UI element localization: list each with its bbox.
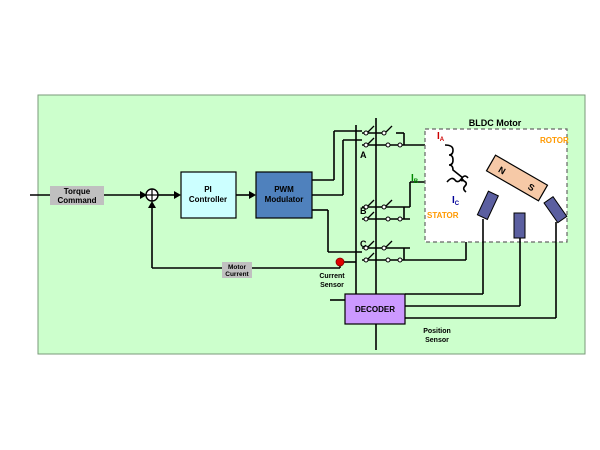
rotor-s-label: S [526, 182, 536, 194]
hall-sensor-right [543, 196, 568, 224]
pwm-modulator-label-line2: Modulator [265, 195, 304, 204]
phase-c-label: C [360, 239, 367, 249]
torque-command-label-box [50, 186, 104, 205]
pwm-modulator-label-line1: PWM [274, 185, 294, 194]
bldc-motor-title: BLDC Motor [469, 118, 522, 128]
summing-junction [145, 188, 159, 202]
inverter-switches [362, 125, 410, 263]
rotor-n-label: N [497, 165, 508, 177]
current-sensor-label-line2: Sensor [320, 282, 344, 289]
pi-controller-block [180, 171, 237, 219]
feedback-arrowhead [148, 201, 156, 208]
motor-current-label-line1: Motor [228, 264, 247, 271]
hall-sensor-middle [513, 212, 526, 239]
stator-label: STATOR [427, 211, 459, 220]
position-sensor-lines [405, 219, 557, 319]
torque-command-label-line2: Command [57, 196, 96, 205]
motor-current-label-line2: Current [225, 271, 249, 278]
pwm-gate-signals [312, 130, 362, 253]
torque-command-label-line1: Torque [64, 187, 91, 196]
current-ib-label: IB [411, 173, 419, 185]
sum-to-pi-arrowhead [174, 191, 181, 199]
pi-controller-label-line2: Controller [189, 195, 227, 204]
decoder-label: DECODER [355, 305, 395, 314]
current-ia-label: IA [437, 131, 445, 143]
phase-b-label: B [360, 206, 367, 216]
phase-a-label: A [360, 150, 367, 160]
motor-current-label-box [222, 262, 252, 278]
hall-sensor-left [476, 190, 500, 221]
pi-controller-label-line1: PI [204, 185, 212, 194]
rotor-label: ROTOR [540, 136, 569, 145]
input-arrowhead [140, 191, 147, 199]
position-sensor-label-line2: Sensor [425, 337, 449, 344]
rotor-magnet: N S [485, 154, 549, 202]
stator-windings [444, 144, 469, 193]
current-ic-label: IC [452, 195, 460, 207]
position-sensor-label-line1: Position [423, 328, 451, 335]
current-sensor-dot [335, 257, 345, 267]
pi-to-pwm-arrowhead [249, 191, 256, 199]
decoder-block [344, 293, 406, 325]
current-sensor-label-line1: Current [319, 273, 345, 280]
